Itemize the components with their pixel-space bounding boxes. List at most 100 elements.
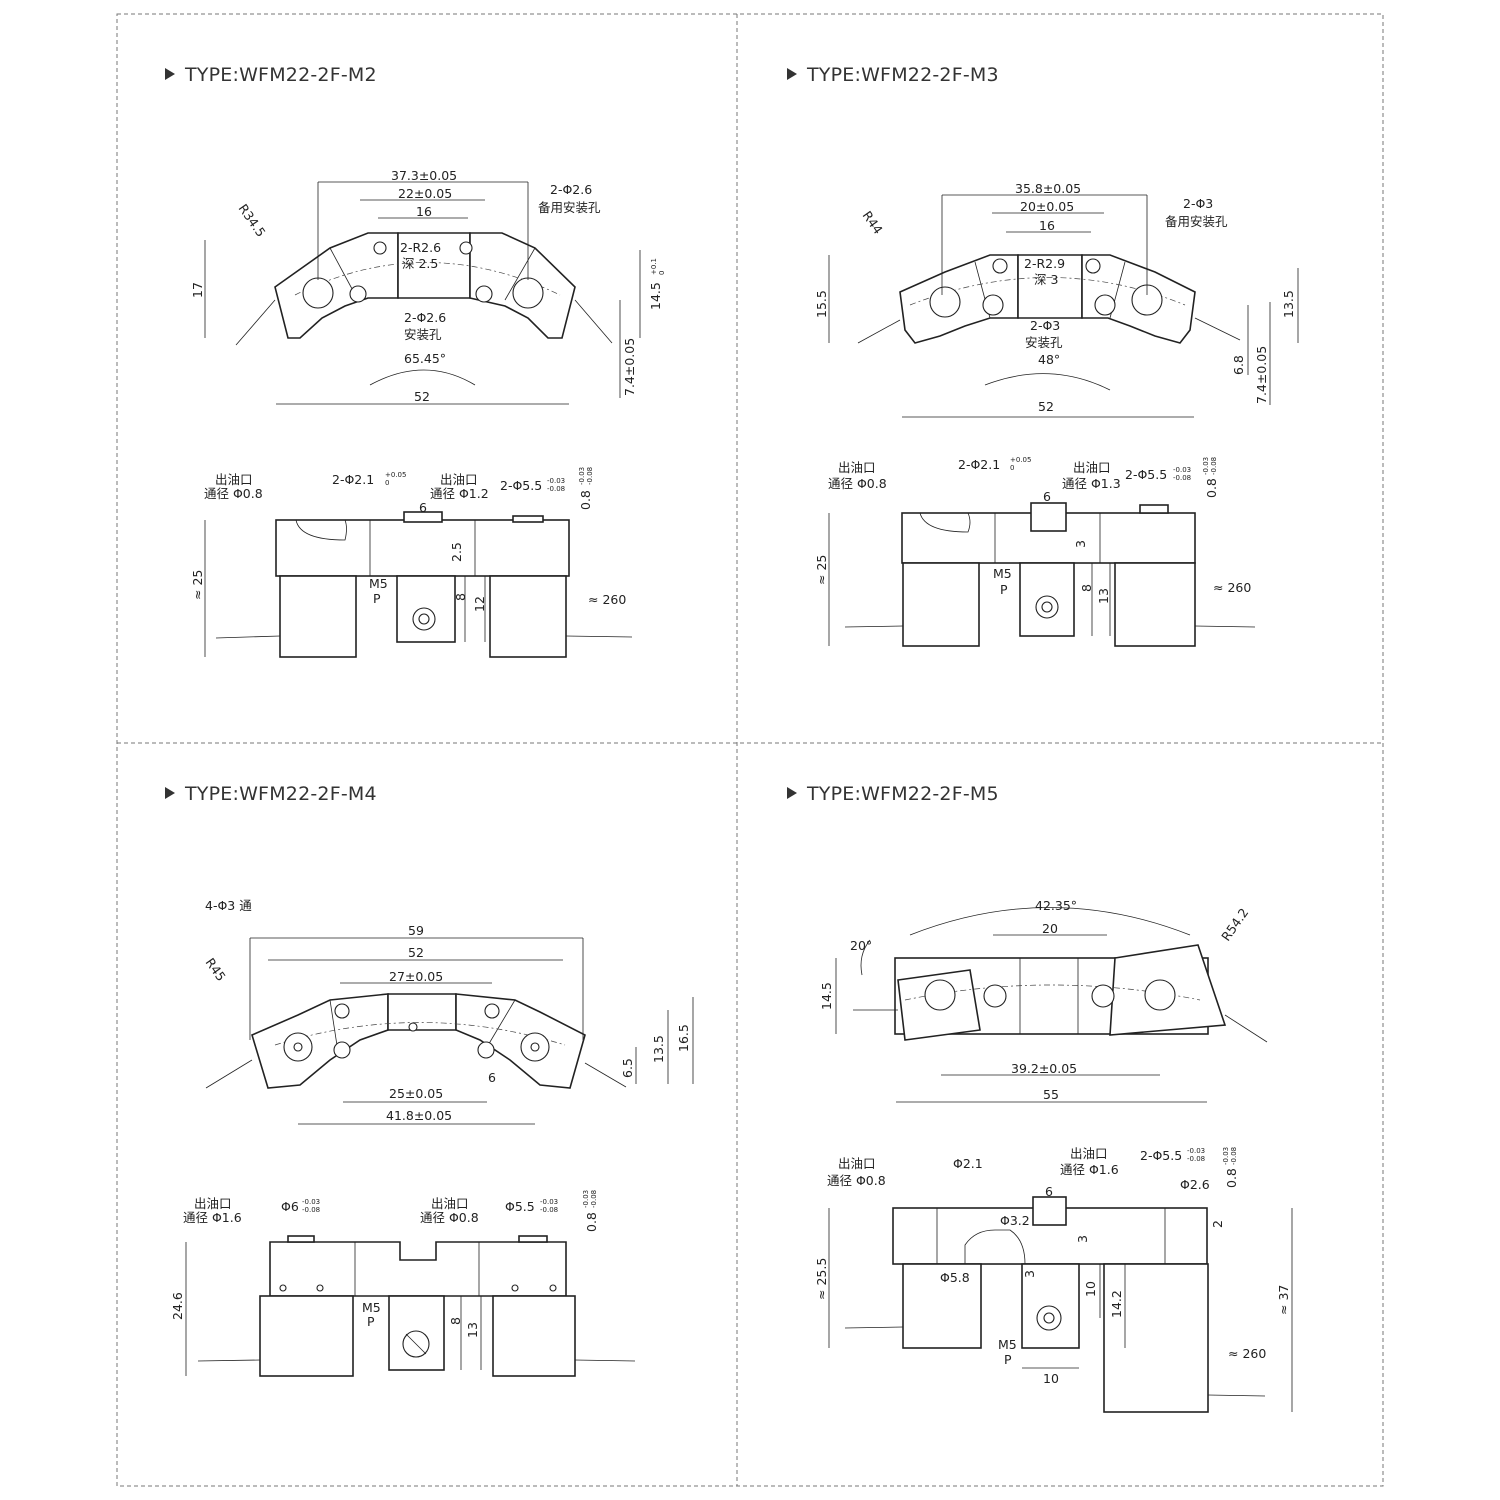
m2-hole-left-tol-up: +0.05 bbox=[385, 471, 406, 479]
m5-lead: ≈ 260 bbox=[1228, 1346, 1266, 1361]
m3-dim-a: 35.8±0.05 bbox=[1015, 181, 1081, 196]
m4-hole-left-tol-low: -0.08 bbox=[302, 1206, 320, 1214]
m4-slot: 6 bbox=[488, 1070, 496, 1085]
m5-width: 55 bbox=[1043, 1087, 1059, 1102]
m2-bore-right: 通径 Φ1.2 bbox=[430, 486, 489, 501]
m2-height-front: ≈ 25 bbox=[190, 570, 205, 600]
m2-hole-left-tol-low: 0 bbox=[385, 479, 389, 487]
m5-top-view: 42.35° 20° 20 R54.2 14.5 39.2±0.05 55 bbox=[819, 898, 1268, 1103]
m4-holes: 4-Φ3 通 bbox=[205, 898, 252, 913]
m5-boss-h-tol-up: -0.03 bbox=[1222, 1147, 1230, 1165]
m3-boss-h-tol-up: -0.03 bbox=[1202, 457, 1210, 475]
m5-port-w: 10 bbox=[1043, 1371, 1059, 1386]
m4-radius: R45 bbox=[203, 955, 229, 984]
m5-boss-w: 6 bbox=[1045, 1184, 1053, 1199]
m3-front-view: 出油口 通径 Φ0.8 2-Φ2.1 +0.05 0 出油口 通径 Φ1.3 2… bbox=[814, 456, 1256, 647]
m2-boss-w: 6 bbox=[419, 500, 427, 515]
panel-m2: 37.3±0.05 22±0.05 16 R34.5 17 2-Φ2.6 备用安… bbox=[190, 168, 666, 658]
m5-hole-right2: Φ2.6 bbox=[1180, 1177, 1210, 1192]
m4-dim-a: 59 bbox=[408, 923, 424, 938]
panel-m3: 35.8±0.05 20±0.05 16 R44 15.5 2-Φ3 备用安装孔… bbox=[814, 181, 1299, 647]
m2-width: 52 bbox=[414, 389, 430, 404]
m3-dim-c: 16 bbox=[1039, 218, 1055, 233]
m4-low-h: 6.5 bbox=[620, 1058, 635, 1078]
m4-boss-h-tol-up: -0.03 bbox=[582, 1190, 590, 1208]
m5-inner-h: 3 bbox=[1022, 1270, 1037, 1278]
m3-outlet-right: 出油口 bbox=[1073, 460, 1111, 475]
m3-hole-left: 2-Φ2.1 bbox=[958, 457, 1000, 472]
m3-boss-w: 6 bbox=[1043, 489, 1051, 504]
m3-mount-note: 安装孔 bbox=[1025, 335, 1063, 350]
m2-radius: R34.5 bbox=[236, 201, 269, 240]
m2-spare-note: 备用安装孔 bbox=[538, 200, 601, 215]
m3-hole-left-tol-low: 0 bbox=[1010, 464, 1014, 472]
m4-dim-b: 52 bbox=[408, 945, 424, 960]
m5-height-front: ≈ 25.5 bbox=[814, 1258, 829, 1300]
m5-step3: 3 bbox=[1075, 1235, 1090, 1243]
m4-hole-right-tol-low: -0.08 bbox=[540, 1206, 558, 1214]
m5-dim-a: 20 bbox=[1042, 921, 1058, 936]
m3-low-h: 6.8 bbox=[1231, 355, 1246, 375]
m2-dim-b: 22±0.05 bbox=[398, 186, 452, 201]
m4-boss-h-tol-low: -0.08 bbox=[590, 1190, 598, 1208]
m5-step2: 2 bbox=[1210, 1220, 1225, 1228]
m4-dim-c: 27±0.05 bbox=[389, 969, 443, 984]
m3-port-h1: 8 bbox=[1079, 584, 1094, 592]
m5-port: M5 bbox=[998, 1337, 1017, 1352]
m5-h142: 14.2 bbox=[1109, 1290, 1124, 1318]
m3-bore-left: 通径 Φ0.8 bbox=[828, 476, 887, 491]
m2-port-h2: 12 bbox=[472, 596, 487, 612]
m3-center-h: 7.4±0.05 bbox=[1254, 346, 1269, 404]
m4-hole-left-tol-up: -0.03 bbox=[302, 1198, 320, 1206]
m5-hole-right: 2-Φ5.5 bbox=[1140, 1148, 1182, 1163]
m4-boss-h: 0.8 bbox=[584, 1212, 599, 1232]
m4-dim-d: 25±0.05 bbox=[389, 1086, 443, 1101]
m4-right-h1: 13.5 bbox=[651, 1035, 666, 1063]
m4-hole-right: Φ5.5 bbox=[505, 1199, 535, 1214]
m3-radius: R44 bbox=[860, 208, 886, 237]
m4-dim-e: 41.8±0.05 bbox=[386, 1108, 452, 1123]
m3-right-h: 13.5 bbox=[1281, 290, 1296, 318]
m3-lead: ≈ 260 bbox=[1213, 580, 1251, 595]
m3-mount-holes: 2-Φ3 bbox=[1030, 318, 1060, 333]
m5-dim-b: 39.2±0.05 bbox=[1011, 1061, 1077, 1076]
panel-m5: 42.35° 20° 20 R54.2 14.5 39.2±0.05 55 bbox=[814, 898, 1293, 1413]
m5-hole-right-tol-low: -0.08 bbox=[1187, 1155, 1205, 1163]
m5-outlet-right: 出油口 bbox=[1070, 1146, 1108, 1161]
m3-top-view: 35.8±0.05 20±0.05 16 R44 15.5 2-Φ3 备用安装孔… bbox=[814, 181, 1299, 418]
m3-port-h2: 13 bbox=[1096, 588, 1111, 604]
m2-dim-c: 16 bbox=[416, 204, 432, 219]
m2-boss-h-tol-up: -0.03 bbox=[578, 467, 586, 485]
m4-front-view: 出油口 通径 Φ1.6 Φ6 -0.03 -0.08 出油口 通径 Φ0.8 Φ… bbox=[170, 1190, 636, 1377]
m4-hole-left: Φ6 bbox=[281, 1199, 299, 1214]
m3-width: 52 bbox=[1038, 399, 1054, 414]
m2-hole-right-tol-up: -0.03 bbox=[547, 477, 565, 485]
m4-port: M5 bbox=[362, 1300, 381, 1315]
m2-dim-a: 37.3±0.05 bbox=[391, 168, 457, 183]
m4-bore-left: 通径 Φ1.6 bbox=[183, 1210, 242, 1225]
m5-inner2: Φ5.8 bbox=[940, 1270, 970, 1285]
m4-hole-right-tol-up: -0.03 bbox=[540, 1198, 558, 1206]
m2-height: 17 bbox=[190, 282, 205, 298]
m3-boss-h-tol-low: -0.08 bbox=[1210, 457, 1218, 475]
m3-height: 15.5 bbox=[814, 290, 829, 318]
m2-center-h: 7.4±0.05 bbox=[622, 338, 637, 396]
m3-hole-left-tol-up: +0.05 bbox=[1010, 456, 1031, 464]
m2-boss-h: 0.8 bbox=[578, 490, 593, 510]
m3-hole-right: 2-Φ5.5 bbox=[1125, 467, 1167, 482]
m2-spare-holes: 2-Φ2.6 bbox=[550, 182, 592, 197]
m2-port: M5 bbox=[369, 576, 388, 591]
m5-bore-right: 通径 Φ1.6 bbox=[1060, 1162, 1119, 1177]
m5-angle: 42.35° bbox=[1035, 898, 1077, 913]
m2-right-h-tol-low: 0 bbox=[658, 271, 666, 275]
m5-inner: Φ3.2 bbox=[1000, 1213, 1030, 1228]
m2-pocket: 2-R2.6 bbox=[400, 240, 441, 255]
m3-spare-note: 备用安装孔 bbox=[1165, 214, 1228, 229]
m2-step: 2.5 bbox=[449, 542, 464, 562]
m3-spare-holes: 2-Φ3 bbox=[1183, 196, 1213, 211]
m2-top-view: 37.3±0.05 22±0.05 16 R34.5 17 2-Φ2.6 备用安… bbox=[190, 168, 666, 405]
triangle-bullet-icon bbox=[165, 787, 175, 799]
triangle-bullet-icon bbox=[787, 787, 797, 799]
